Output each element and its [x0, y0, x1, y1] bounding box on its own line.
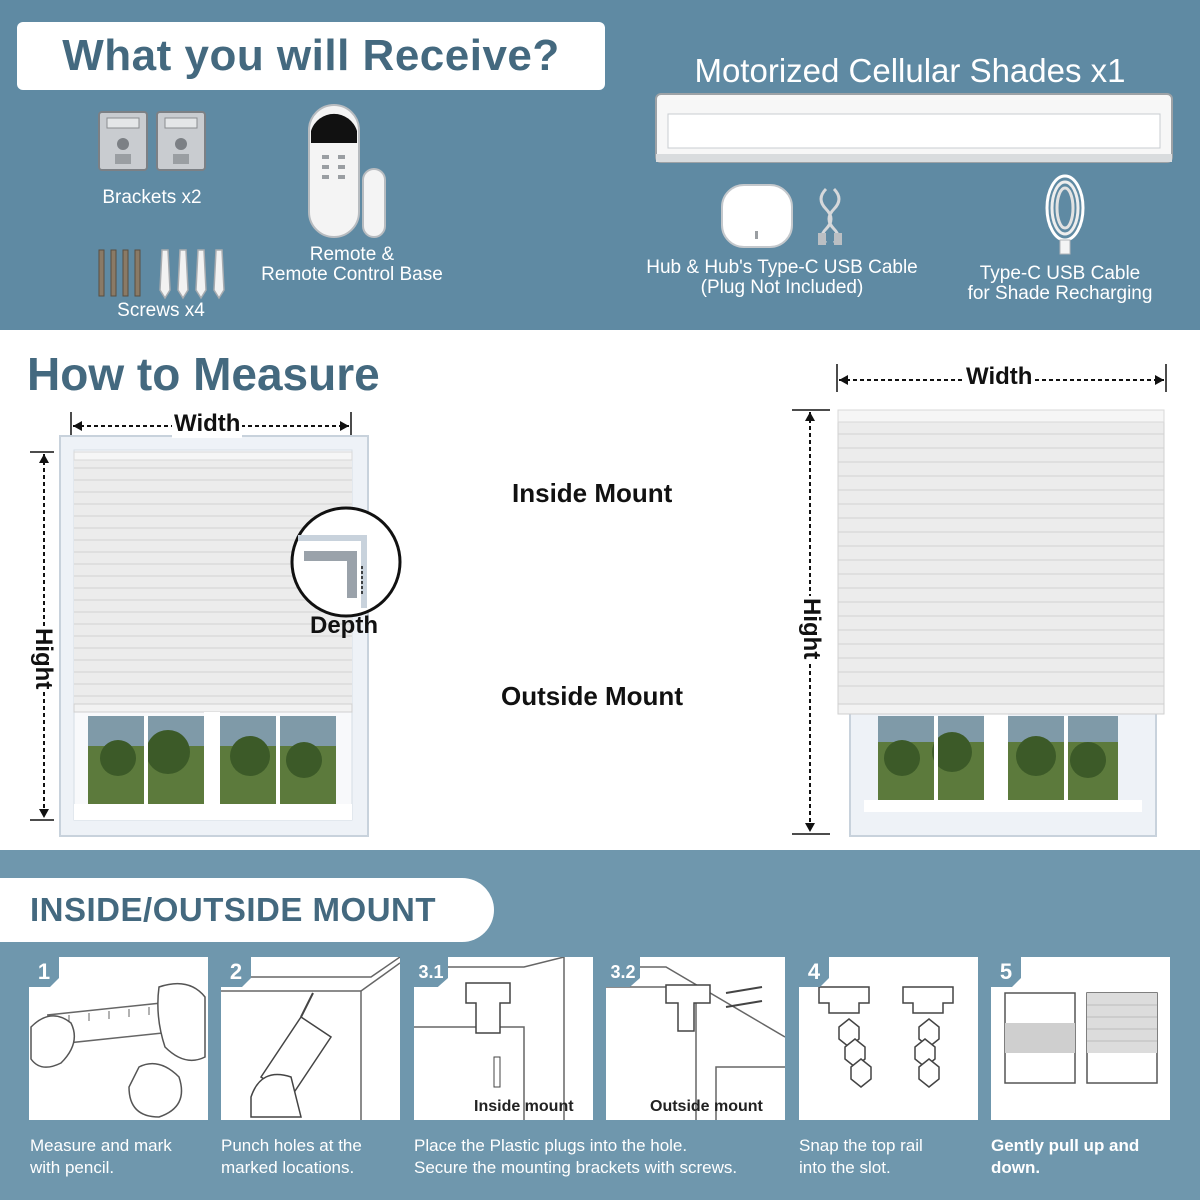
- outside-width-label: Width: [964, 363, 1035, 391]
- steps-title-pill: INSIDE/OUTSIDE MOUNT: [0, 878, 494, 942]
- hub-caption-line2: (Plug Not Included): [700, 277, 864, 298]
- inside-height-label: Hight: [29, 626, 57, 692]
- outside-mount-label: Outside Mount: [501, 681, 683, 711]
- cable-caption-line1: Type-C USB Cable: [979, 263, 1141, 284]
- measure-section: How to Measure: [0, 330, 1200, 850]
- step-3-1-panel: 3.1 Inside mount: [414, 957, 593, 1120]
- inside-mount-label: Inside Mount: [512, 478, 673, 508]
- step-4-panel: 4: [799, 957, 978, 1120]
- outside-height-label: Hight: [797, 596, 825, 662]
- step-3-2-number: 3.2: [606, 957, 640, 987]
- remote-caption-line2: Remote Control Base: [261, 264, 443, 285]
- step-5-number: 5: [991, 957, 1021, 987]
- step-1-caption-line1: Measure and mark: [30, 1136, 172, 1155]
- step-3-2-sublabel: Outside mount: [650, 1098, 763, 1115]
- cable-caption-line2: for Shade Recharging: [967, 283, 1153, 304]
- usb-cable-image: [1040, 172, 1090, 256]
- hub-caption-line1: Hub & Hub's Type-C USB Cable: [646, 257, 918, 278]
- hub-image: [720, 183, 860, 249]
- measure-title: How to Measure: [27, 348, 380, 400]
- step-4-caption-line1: Snap the top rail: [799, 1136, 923, 1155]
- remote-caption-line1: Remote &: [309, 244, 395, 265]
- screws-image: [96, 246, 228, 302]
- step-1-number: 1: [29, 957, 59, 987]
- step-2-number: 2: [221, 957, 251, 987]
- step-4-number: 4: [799, 957, 829, 987]
- step-5-panel: 5: [991, 957, 1170, 1120]
- step-2-caption-line2: marked locations.: [221, 1158, 355, 1177]
- step-1-caption-line2: with pencil.: [30, 1158, 115, 1177]
- step-3-1-number: 3.1: [414, 957, 448, 987]
- step-3-2-panel: 3.2 Outside mount: [606, 957, 785, 1120]
- step-5-caption-line2: down.: [991, 1158, 1041, 1177]
- shade-title: Motorized Cellular Shades x1: [694, 52, 1126, 89]
- step-2-caption-line1: Punch holes at the: [221, 1136, 362, 1155]
- steps-section: INSIDE/OUTSIDE MOUNT 1 2: [0, 850, 1200, 1200]
- outside-mount-diagram: [790, 358, 1174, 838]
- receive-title-pill: What you will Receive?: [17, 22, 605, 90]
- brackets-caption: Brackets x2: [102, 187, 202, 208]
- steps-title: INSIDE/OUTSIDE MOUNT: [30, 891, 437, 928]
- step-1-panel: 1: [29, 957, 208, 1120]
- screws-caption: Screws x4: [117, 300, 205, 321]
- step-2-panel: 2: [221, 957, 400, 1120]
- step-3-1-sublabel: Inside mount: [474, 1098, 574, 1115]
- depth-label: Depth: [310, 612, 378, 639]
- step-3-caption-line2: Secure the mounting brackets with screws…: [414, 1158, 738, 1177]
- inside-width-label: Width: [172, 410, 243, 438]
- step-4-caption-line2: into the slot.: [799, 1158, 891, 1177]
- step-3-caption-line1: Place the Plastic plugs into the hole.: [414, 1136, 688, 1155]
- step-5-caption-line1: Gently pull up and: [991, 1136, 1140, 1155]
- receive-section: What you will Receive? Brackets x2: [0, 0, 1200, 330]
- remote-image: [305, 103, 395, 239]
- headrail-image: [654, 92, 1174, 166]
- brackets-image: [97, 108, 207, 174]
- inside-mount-diagram: [28, 408, 408, 840]
- receive-title: What you will Receive?: [62, 31, 560, 80]
